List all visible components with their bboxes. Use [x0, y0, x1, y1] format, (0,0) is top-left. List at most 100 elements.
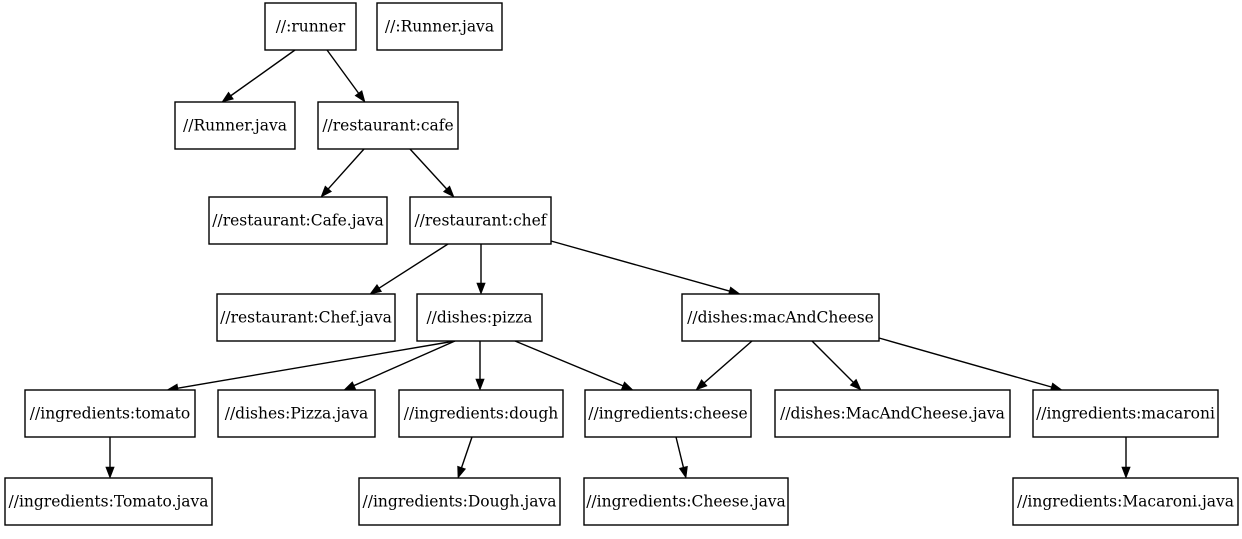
edge-arrowhead-icon [475, 378, 485, 391]
node-box[interactable] [409, 196, 552, 245]
graph-node-cheese_java[interactable]: //ingredients:Cheese.java [583, 477, 789, 526]
graph-edge [457, 436, 473, 479]
graph-node-dishes_mac_java[interactable]: //dishes:MacAndCheese.java [774, 389, 1011, 438]
node-box[interactable] [4, 477, 213, 526]
edge-arrowhead-icon [1121, 466, 1131, 479]
node-box[interactable] [174, 101, 296, 150]
node-label: //ingredients:tomato [30, 405, 190, 423]
graph-edge [1121, 437, 1131, 479]
graph-node-ingredients_cheese[interactable]: //ingredients:cheese [584, 389, 752, 438]
node-box[interactable] [681, 293, 880, 342]
node-label: //ingredients:Macaroni.java [1017, 493, 1234, 511]
graph-node-dough_java[interactable]: //ingredients:Dough.java [358, 477, 561, 526]
graph-edge [695, 340, 753, 391]
graph-node-ingredients_dough[interactable]: //ingredients:dough [398, 389, 564, 438]
graph-node-dishes_macandcheese[interactable]: //dishes:macAndCheese [681, 293, 880, 342]
edge-line [378, 243, 449, 289]
node-label: //restaurant:cafe [322, 117, 453, 135]
edge-line [327, 148, 365, 190]
node-label: //:Runner.java [385, 18, 494, 36]
graph-node-dishes_pizza_java[interactable]: //dishes:Pizza.java [217, 389, 376, 438]
node-box[interactable] [358, 477, 561, 526]
node-box[interactable] [583, 477, 789, 526]
graph-edge [514, 340, 634, 391]
graph-edge [409, 148, 455, 198]
node-box[interactable] [317, 101, 459, 150]
edge-arrowhead-icon [105, 466, 115, 479]
graph-node-ingredients_macaroni[interactable]: //ingredients:macaroni [1032, 389, 1219, 438]
graph-node-runner[interactable]: //:runner [264, 2, 357, 51]
graph-edge [320, 148, 365, 198]
edge-arrowhead-icon [695, 379, 708, 391]
node-label: //ingredients:Tomato.java [9, 493, 209, 511]
edge-line [326, 49, 360, 94]
graph-node-restaurant_chef_java[interactable]: //restaurant:Chef.java [216, 293, 396, 342]
graph-node-restaurant_chef[interactable]: //restaurant:chef [409, 196, 552, 245]
graph-edge [878, 337, 1063, 392]
node-box[interactable] [1032, 389, 1219, 438]
node-box[interactable] [1012, 477, 1239, 526]
node-box[interactable] [216, 293, 396, 342]
edge-arrowhead-icon [678, 465, 688, 479]
node-label: //dishes:macAndCheese [687, 309, 874, 327]
node-box[interactable] [208, 196, 388, 245]
node-box[interactable] [584, 389, 752, 438]
edge-arrowhead-icon [320, 185, 332, 198]
graph-node-dishes_pizza[interactable]: //dishes:pizza [416, 293, 543, 342]
edge-line [675, 436, 685, 468]
node-label: //ingredients:Cheese.java [586, 493, 786, 511]
graph-edge [550, 240, 741, 296]
graph-node-runner_java[interactable]: //Runner.java [174, 101, 296, 150]
node-label: //ingredients:dough [404, 405, 558, 423]
edge-arrowhead-icon [849, 378, 862, 391]
node-label: //dishes:Pizza.java [225, 405, 369, 423]
node-box[interactable] [376, 2, 503, 51]
edge-line [550, 240, 730, 292]
graph-edge [105, 437, 115, 479]
edge-arrowhead-icon [620, 381, 634, 391]
node-box[interactable] [217, 389, 376, 438]
nodes-layer: //:runner //:Runner.java //Runner.java //re… [4, 2, 1239, 526]
edge-arrowhead-icon [369, 283, 383, 295]
node-box[interactable] [774, 389, 1011, 438]
graph-node-restaurant_cafe[interactable]: //restaurant:cafe [317, 101, 459, 150]
node-box[interactable] [416, 293, 543, 342]
edge-line [460, 436, 473, 468]
node-label: //restaurant:chef [414, 212, 547, 230]
node-label: //restaurant:Cafe.java [212, 212, 384, 230]
graph-edge [675, 436, 688, 479]
graph-edge [343, 340, 456, 391]
graph-edge [811, 340, 862, 391]
graph-node-macaroni_java[interactable]: //ingredients:Macaroni.java [1012, 477, 1239, 526]
edge-line [177, 340, 456, 389]
graph-edge [326, 49, 366, 103]
node-label: //dishes:MacAndCheese.java [780, 405, 1005, 423]
edge-arrowhead-icon [221, 91, 234, 103]
edge-line [811, 340, 854, 383]
graph-node-tomato_java[interactable]: //ingredients:Tomato.java [4, 477, 213, 526]
graph-node-ingredients_tomato[interactable]: //ingredients:tomato [24, 389, 196, 438]
graph-edge [166, 340, 456, 393]
node-label: //dishes:pizza [426, 309, 532, 327]
edge-line [878, 337, 1052, 388]
graph-edge [221, 49, 296, 103]
node-box[interactable] [264, 2, 357, 51]
graph-node-restaurant_cafe_java[interactable]: //restaurant:Cafe.java [208, 196, 388, 245]
node-box[interactable] [398, 389, 564, 438]
node-label: //ingredients:macaroni [1036, 405, 1215, 423]
edge-arrowhead-icon [343, 381, 357, 391]
node-label: //Runner.java [183, 117, 287, 135]
node-box[interactable] [24, 389, 196, 438]
node-label: //:runner [276, 18, 346, 36]
edge-line [703, 340, 753, 384]
edge-arrowhead-icon [442, 185, 455, 198]
edge-arrowhead-icon [457, 465, 467, 479]
graph-node-runner_java_root[interactable]: //:Runner.java [376, 2, 503, 51]
graph-edge [369, 243, 449, 295]
node-label: //restaurant:Chef.java [220, 309, 392, 327]
edge-line [353, 340, 456, 387]
edge-arrowhead-icon [354, 90, 366, 103]
graph-edge [476, 244, 486, 295]
